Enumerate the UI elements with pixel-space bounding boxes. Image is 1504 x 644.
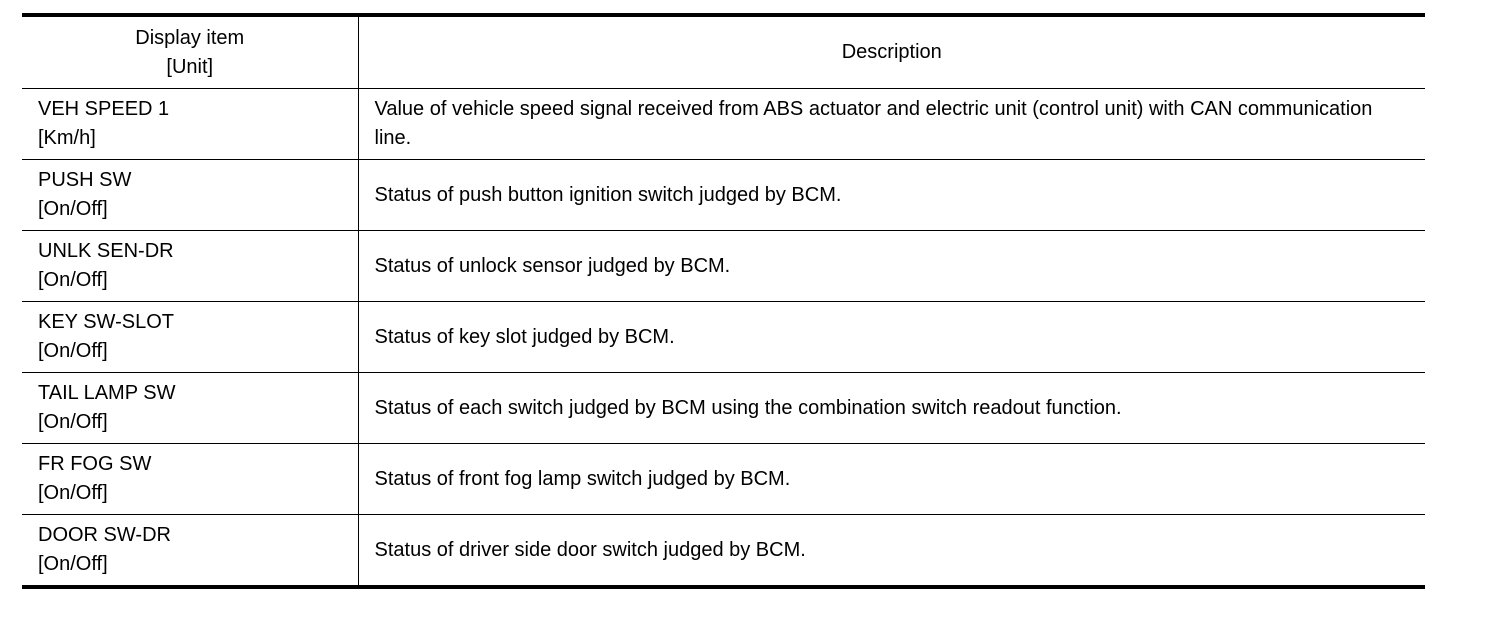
- item-unit: [On/Off]: [38, 198, 108, 220]
- table-row: TAIL LAMP SW [On/Off] Status of each swi…: [22, 372, 1425, 444]
- item-cell: TAIL LAMP SW [On/Off]: [22, 372, 359, 444]
- item-name: TAIL LAMP SW: [38, 382, 176, 404]
- table-row: KEY SW-SLOT [On/Off] Status of key slot …: [22, 301, 1425, 373]
- item-cell: UNLK SEN-DR [On/Off]: [22, 230, 359, 302]
- item-cell: VEH SPEED 1 [Km/h]: [22, 88, 359, 160]
- item-unit: [On/Off]: [38, 482, 108, 504]
- item-cell: PUSH SW [On/Off]: [22, 159, 359, 231]
- header-display-item: Display item [Unit]: [22, 13, 359, 89]
- header-description: Description: [358, 13, 1425, 89]
- item-unit: [On/Off]: [38, 553, 108, 575]
- table-row: DOOR SW-DR [On/Off] Status of driver sid…: [22, 514, 1425, 589]
- table-row: VEH SPEED 1 [Km/h] Value of vehicle spee…: [22, 88, 1425, 160]
- item-unit: [On/Off]: [38, 411, 108, 433]
- header-unit-label: [Unit]: [166, 55, 214, 78]
- display-item-table: Display item [Unit] Description VEH SPEE…: [22, 13, 1425, 589]
- item-name: UNLK SEN-DR: [38, 240, 174, 262]
- description-cell: Status of key slot judged by BCM.: [358, 301, 1425, 373]
- table-row: UNLK SEN-DR [On/Off] Status of unlock se…: [22, 230, 1425, 302]
- item-name: PUSH SW: [38, 169, 132, 191]
- header-display-item-label: Display item: [135, 26, 245, 49]
- item-cell: DOOR SW-DR [On/Off]: [22, 514, 359, 589]
- item-unit: [On/Off]: [38, 340, 108, 362]
- header-row: Display item [Unit] Description: [22, 13, 1425, 89]
- description-cell: Status of unlock sensor judged by BCM.: [358, 230, 1425, 302]
- description-cell: Status of push button ignition switch ju…: [358, 159, 1425, 231]
- table-row: PUSH SW [On/Off] Status of push button i…: [22, 159, 1425, 231]
- table-row: FR FOG SW [On/Off] Status of front fog l…: [22, 443, 1425, 515]
- item-unit: [On/Off]: [38, 269, 108, 291]
- item-name: FR FOG SW: [38, 453, 152, 475]
- description-cell: Value of vehicle speed signal received f…: [358, 88, 1425, 160]
- table-body: VEH SPEED 1 [Km/h] Value of vehicle spee…: [22, 88, 1425, 589]
- description-cell: Status of front fog lamp switch judged b…: [358, 443, 1425, 515]
- item-cell: KEY SW-SLOT [On/Off]: [22, 301, 359, 373]
- item-cell: FR FOG SW [On/Off]: [22, 443, 359, 515]
- item-name: VEH SPEED 1: [38, 98, 170, 120]
- item-name: DOOR SW-DR: [38, 524, 171, 546]
- item-unit: [Km/h]: [38, 127, 96, 149]
- description-cell: Status of driver side door switch judged…: [358, 514, 1425, 589]
- table-header: Display item [Unit] Description: [22, 13, 1425, 89]
- item-name: KEY SW-SLOT: [38, 311, 174, 333]
- description-cell: Status of each switch judged by BCM usin…: [358, 372, 1425, 444]
